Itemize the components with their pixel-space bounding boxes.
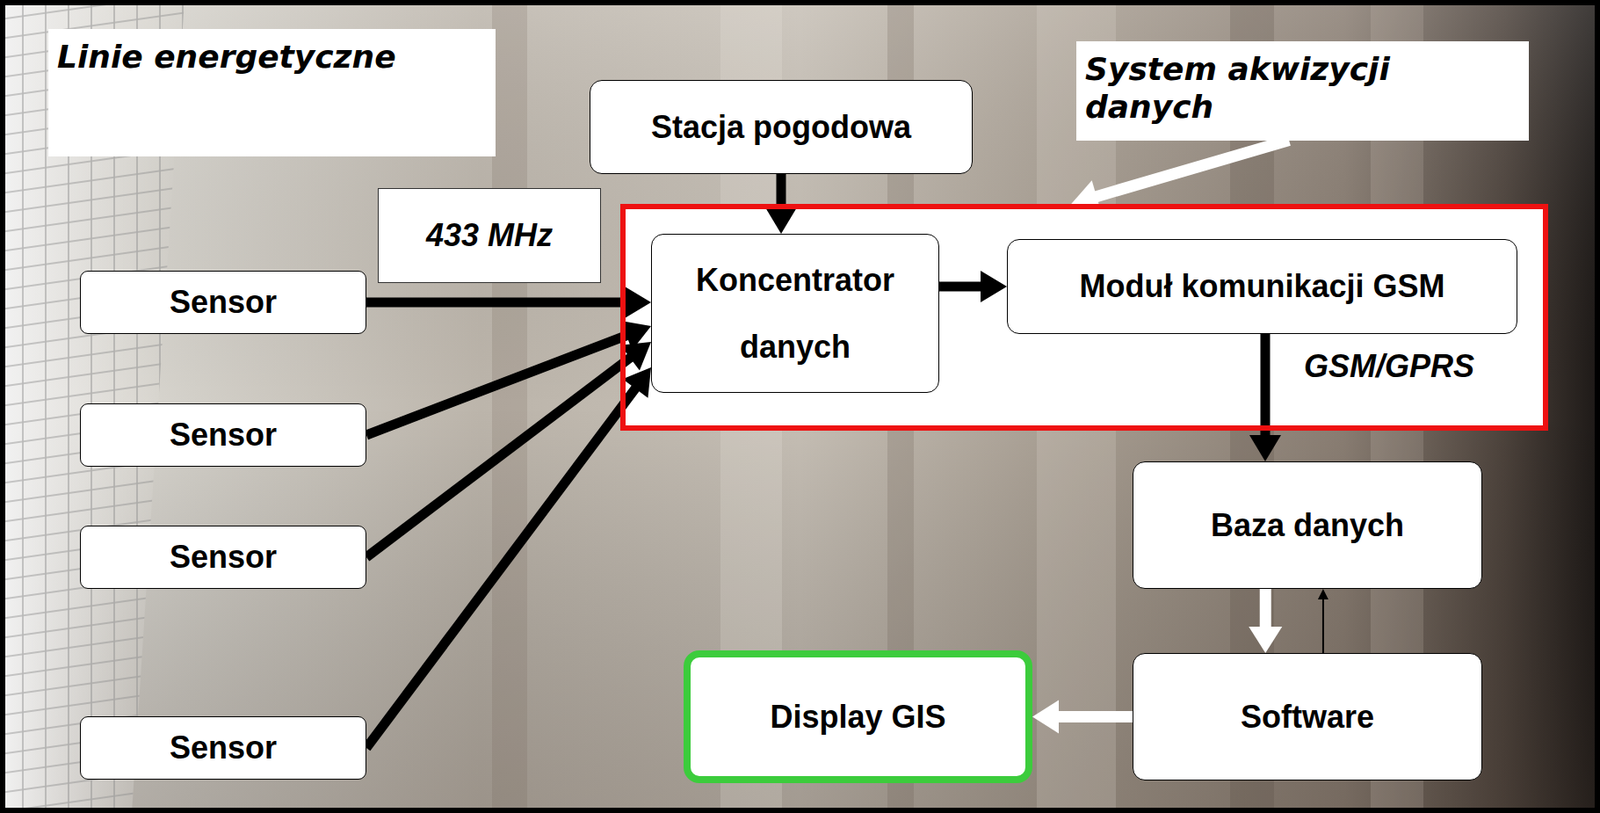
node-label: Software — [1240, 697, 1375, 736]
node-label: Linie energetyczne — [57, 37, 397, 76]
sensor-box: Sensor — [79, 270, 367, 334]
edge-label: GSM/GPRS — [1300, 347, 1478, 385]
flow-arrow — [1249, 333, 1282, 462]
arrow-head — [980, 270, 1007, 303]
title-note: Linie energetyczne — [48, 28, 496, 157]
software-box: Software — [1132, 652, 1483, 781]
flow-arrow — [366, 367, 652, 748]
flow-arrow — [1032, 700, 1133, 734]
node-label: Sensor — [169, 537, 277, 576]
arrow-head — [1249, 434, 1282, 462]
frequency-tag: 433 MHz — [377, 188, 601, 283]
sensor-box: Sensor — [79, 716, 367, 780]
flow-arrow — [366, 341, 652, 558]
arrow-head — [622, 367, 652, 399]
arrow-shaft — [1259, 333, 1270, 437]
arrow-shaft — [366, 356, 632, 558]
node-label: Koncentrator danych — [662, 246, 928, 380]
node-label: Sensor — [169, 728, 277, 767]
arrow-shaft — [939, 282, 983, 292]
arrow-head — [1032, 700, 1059, 734]
arrow-shaft — [1094, 140, 1289, 198]
node-label: Sensor — [169, 415, 277, 454]
node-label: Moduł komunikacji GSM — [1078, 267, 1445, 305]
flow-arrow — [1071, 140, 1289, 213]
flow-arrow — [1317, 588, 1329, 653]
node-label: Stacja pogodowa — [651, 108, 912, 146]
node-label: Sensor — [169, 282, 277, 321]
process-box: Moduł komunikacji GSM — [1006, 238, 1518, 334]
arrow-head — [1317, 588, 1329, 600]
sensor-box: Sensor — [79, 403, 367, 467]
flow-arrow — [366, 286, 652, 319]
database-box: Baza danych — [1132, 461, 1483, 589]
arrow-shaft — [366, 386, 637, 748]
arrow-head — [624, 286, 652, 319]
weather-station-box: Stacja pogodowa — [589, 79, 973, 174]
flow-arrow — [1248, 588, 1282, 653]
flow-arrow — [939, 270, 1007, 303]
node-label: Display GIS — [769, 697, 946, 736]
arrow-shaft — [366, 297, 627, 308]
arrow-shaft — [1057, 710, 1133, 723]
process-box: Koncentrator danych — [651, 233, 940, 393]
arrow-shaft — [1259, 588, 1272, 629]
node-label: 433 MHz — [426, 217, 553, 254]
callout-note: System akwizycji danych — [1076, 41, 1529, 141]
group-frame: Koncentrator danych Moduł komunikacji GSM — [620, 203, 1549, 431]
display-box: Display GIS — [683, 650, 1033, 783]
arrow-shaft — [1322, 597, 1325, 653]
sensor-box: Sensor — [79, 525, 367, 589]
node-label: System akwizycji danych — [1085, 50, 1521, 126]
node-label: Baza danych — [1210, 506, 1405, 544]
arrow-head — [1248, 626, 1282, 653]
arrow-head — [765, 207, 797, 234]
frame-fill — [620, 203, 1549, 431]
